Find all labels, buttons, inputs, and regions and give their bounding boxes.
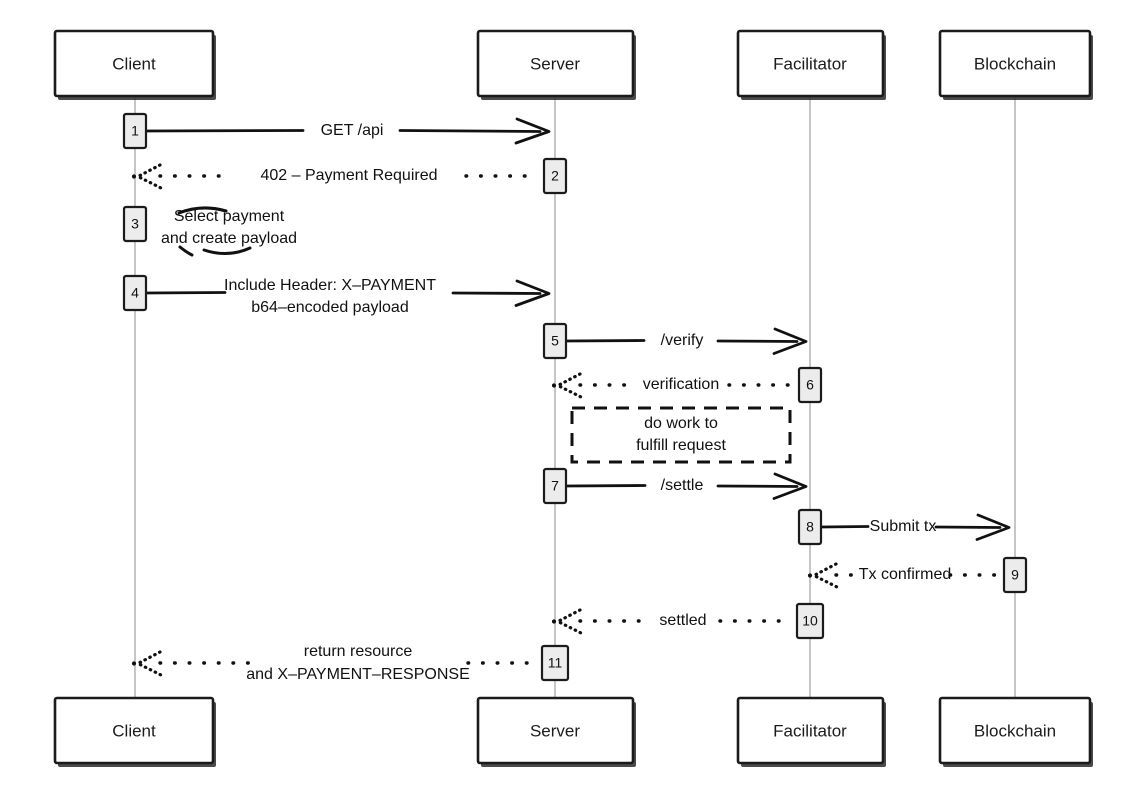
message-4-label-line1: Include Header: X–PAYMENT <box>224 277 436 294</box>
message-5-label: /verify <box>661 332 704 349</box>
participant-header-client-label: Client <box>112 54 156 73</box>
step-badge-4-text: 4 <box>131 285 139 301</box>
step-badge-3: 3 <box>122 205 148 243</box>
participant-footer-client[interactable]: Client <box>53 696 216 767</box>
step-badge-8-text: 8 <box>806 519 814 535</box>
message-3-label-line2: and create payload <box>161 230 297 247</box>
message-2-402-payment-required[interactable]: 402 – Payment Required 2 <box>131 157 568 195</box>
participant-footer-facilitator[interactable]: Facilitator <box>736 696 886 767</box>
step-badge-11-text: 11 <box>548 655 563 671</box>
step-badge-6-text: 6 <box>806 377 814 393</box>
participant-header-facilitator[interactable]: Facilitator <box>736 29 886 100</box>
message-5-verify[interactable]: /verify 5 <box>542 322 808 360</box>
message-10-settled[interactable]: settled 10 <box>551 602 825 640</box>
do-work-note: do work to fulfill request <box>570 406 792 464</box>
message-6-verification[interactable]: verification 6 <box>551 366 823 404</box>
step-badge-8: 8 <box>797 508 823 546</box>
message-7-settle[interactable]: /settle 7 <box>542 467 808 505</box>
message-3-select-payment-note[interactable]: Select payment and create payload 3 <box>122 205 297 257</box>
message-10-label: settled <box>659 612 706 629</box>
footer-participants: Client Server Facilitator Blockchain <box>53 696 1093 767</box>
step-badge-4: 4 <box>122 274 148 312</box>
message-4-label-line2: b64–encoded payload <box>251 299 408 316</box>
message-9-tx-confirmed[interactable]: Tx confirmed 9 <box>807 556 1028 594</box>
step-badge-5-text: 5 <box>551 333 559 349</box>
message-6-label: verification <box>643 376 719 393</box>
participant-footer-server-label: Server <box>530 721 580 740</box>
message-11-label-line2: and X–PAYMENT–RESPONSE <box>246 666 470 683</box>
step-badge-9: 9 <box>1002 556 1028 594</box>
participant-footer-facilitator-label: Facilitator <box>773 721 847 740</box>
message-4-include-header[interactable]: Include Header: X–PAYMENT b64–encoded pa… <box>122 274 551 316</box>
participant-footer-client-label: Client <box>112 721 156 740</box>
step-badge-5: 5 <box>542 322 568 360</box>
message-1-get-api[interactable]: GET /api 1 <box>122 112 551 150</box>
step-badge-1: 1 <box>122 112 148 150</box>
message-7-label: /settle <box>661 477 704 494</box>
participant-footer-server[interactable]: Server <box>476 696 636 767</box>
participant-footer-blockchain[interactable]: Blockchain <box>938 696 1093 767</box>
step-badge-1-text: 1 <box>131 123 139 139</box>
message-11-label-line1: return resource <box>304 643 413 660</box>
message-3-label-line1: Select payment <box>174 208 285 225</box>
participant-header-client[interactable]: Client <box>53 29 216 100</box>
step-badge-6: 6 <box>797 366 823 404</box>
step-badge-7: 7 <box>542 467 568 505</box>
message-2-label: 402 – Payment Required <box>261 167 438 184</box>
participant-footer-blockchain-label: Blockchain <box>974 721 1056 740</box>
participant-header-blockchain[interactable]: Blockchain <box>938 29 1093 100</box>
do-work-note-line1: do work to <box>644 415 718 432</box>
step-badge-2-text: 2 <box>551 168 559 184</box>
do-work-note-line2: fulfill request <box>636 437 726 454</box>
step-badge-10-text: 10 <box>802 613 818 629</box>
step-badge-10: 10 <box>795 602 825 640</box>
participant-header-blockchain-label: Blockchain <box>974 54 1056 73</box>
step-badge-2: 2 <box>542 157 568 195</box>
message-1-label: GET /api <box>321 122 384 139</box>
lifelines-group <box>134 96 1016 700</box>
step-badge-11: 11 <box>540 644 570 682</box>
step-badge-7-text: 7 <box>551 478 559 494</box>
participant-header-server[interactable]: Server <box>476 29 636 100</box>
message-8-submit-tx[interactable]: Submit tx 8 <box>797 508 1011 546</box>
participant-header-facilitator-label: Facilitator <box>773 54 847 73</box>
message-11-return-resource[interactable]: return resource and X–PAYMENT–RESPONSE 1… <box>131 643 570 683</box>
header-participants: Client Server Facilitator Blockchain <box>53 29 1093 100</box>
message-9-label: Tx confirmed <box>859 566 951 583</box>
step-badge-3-text: 3 <box>131 216 139 232</box>
step-badge-9-text: 9 <box>1011 567 1019 583</box>
message-8-label: Submit tx <box>870 518 937 535</box>
participant-header-server-label: Server <box>530 54 580 73</box>
